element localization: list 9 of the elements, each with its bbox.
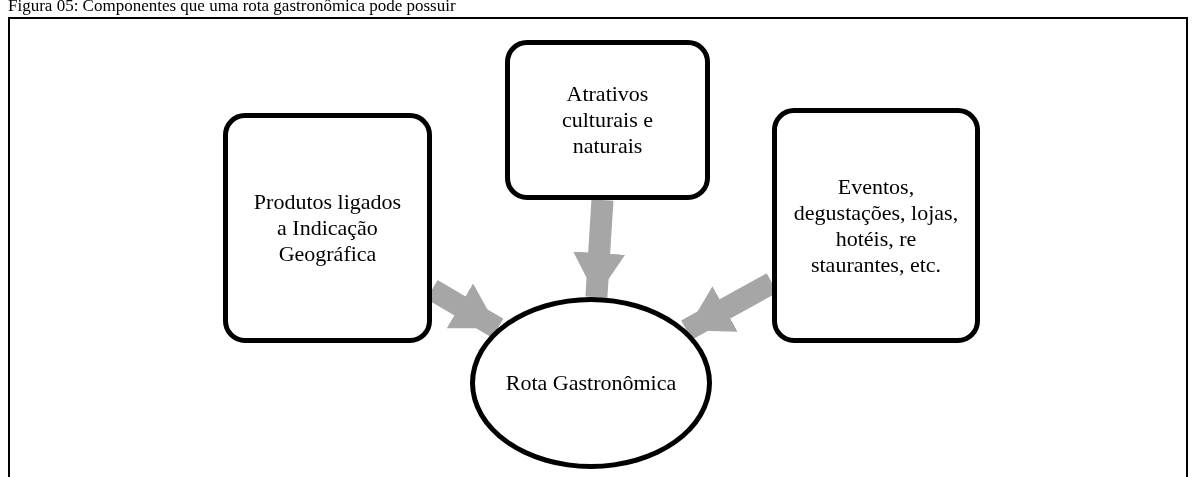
node-label: Eventos, degustações, lojas, hotéis, re staurantes, etc.	[792, 173, 960, 278]
rounded-box	[772, 108, 980, 343]
figure-title: Figura 05: Componentes que uma rota gastronômica pode possuir	[8, 0, 456, 15]
rounded-box	[505, 40, 710, 200]
node-label: Atrativos culturais e naturais	[561, 81, 654, 159]
rounded-box	[223, 113, 432, 343]
node-label: Produtos ligados a Indicação Geográfica	[252, 189, 403, 267]
node-label: Rota Gastronômica	[504, 370, 678, 396]
block-arrow	[573, 199, 626, 298]
